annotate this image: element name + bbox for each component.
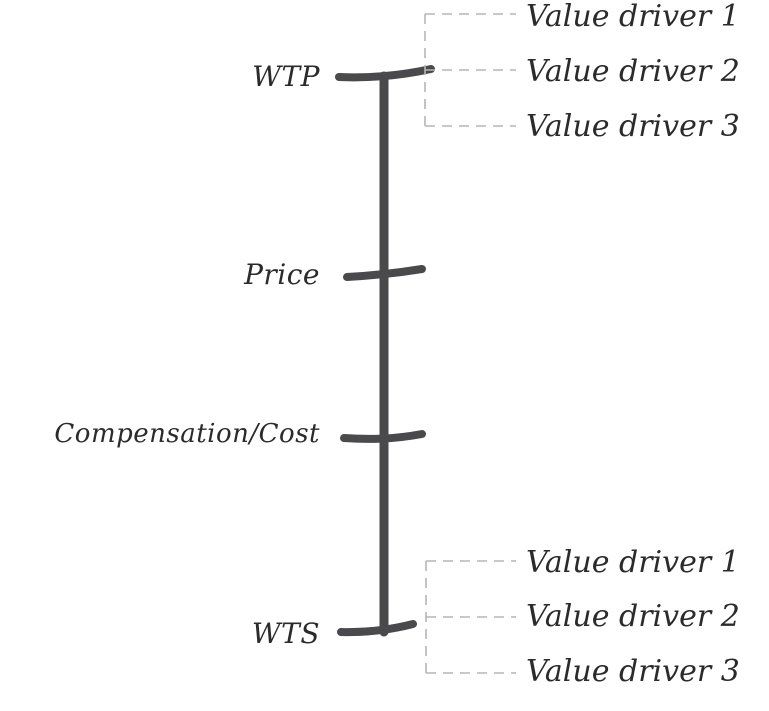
upper-driver-bracket: [424, 13, 516, 127]
wts-label: WTS: [252, 617, 320, 650]
wtp-tick: [335, 65, 435, 82]
wtp-label: WTP: [252, 60, 320, 93]
upper-value-driver-2: Value driver 2: [526, 54, 740, 89]
price-tick: [343, 265, 426, 281]
lower-value-driver-2: Value driver 2: [526, 599, 740, 634]
lower-driver-bracket: [425, 560, 516, 674]
upper-value-driver-3: Value driver 3: [526, 109, 740, 144]
wts-tick: [337, 620, 417, 637]
price-label: Price: [243, 258, 320, 291]
lower-value-driver-3: Value driver 3: [526, 654, 740, 689]
upper-value-driver-1: Value driver 1: [526, 0, 740, 34]
cost-label: Compensation/Cost: [54, 419, 320, 449]
lower-value-driver-1: Value driver 1: [526, 545, 740, 580]
cost-tick: [340, 430, 426, 443]
